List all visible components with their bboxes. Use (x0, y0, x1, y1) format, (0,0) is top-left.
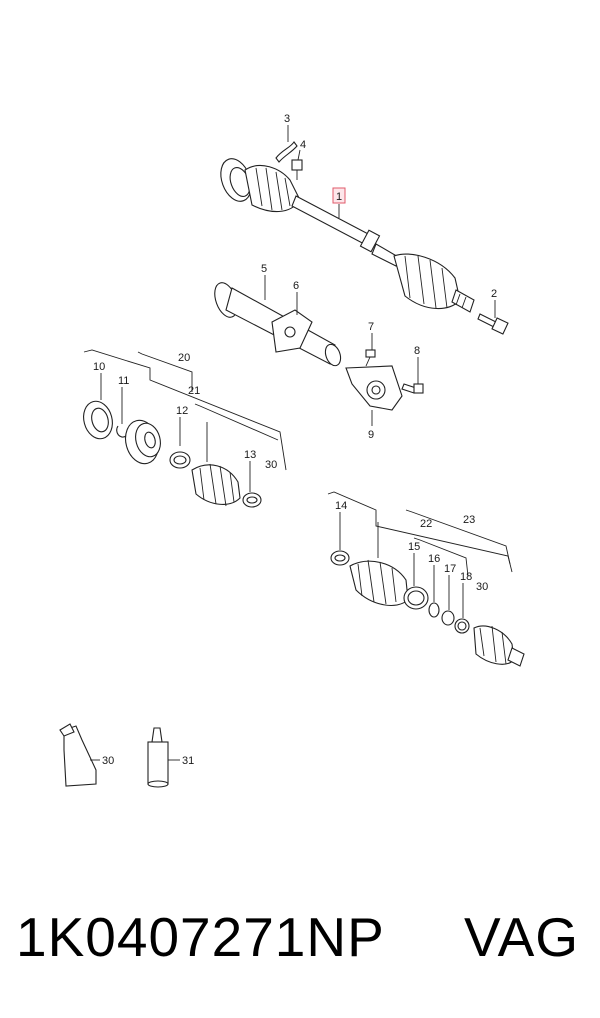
callout-9: 9 (368, 429, 374, 441)
boot-part-22 (349, 559, 409, 606)
callout-8: 8 (414, 345, 420, 357)
callout-6: 6 (293, 280, 299, 292)
clamp-part-14 (330, 550, 350, 566)
callout-22: 22 (420, 518, 432, 530)
bracket-line-23 (327, 491, 513, 573)
drive-shaft-assembly (220, 158, 475, 313)
circlip-part-18 (454, 618, 470, 634)
callout-11: 11 (118, 375, 129, 387)
callout-20: 20 (178, 352, 190, 364)
outer-joint-part-23 (473, 625, 525, 667)
callout-21: 21 (188, 385, 200, 397)
clamp-part-13 (242, 492, 262, 508)
boot-part-21 (191, 463, 241, 507)
part-number-footer: 1K0407271NP VAG (12, 905, 592, 975)
callout-30-group-b: 30 (476, 581, 488, 593)
ring-part-17 (441, 610, 455, 626)
callout-1-highlight (332, 187, 346, 204)
callout-3: 3 (284, 113, 290, 125)
bolt-part-2 (477, 313, 509, 335)
clip-part-3 (275, 141, 298, 163)
bolt-part-7 (365, 349, 376, 367)
callout-18: 18 (460, 571, 472, 583)
bracket-part-6 (271, 309, 313, 353)
parts-diagram: 1 3 4 2 5 6 7 8 (59, 113, 525, 788)
callout-16: 16 (428, 553, 440, 565)
circlip-part-11 (116, 425, 127, 438)
spacer-part-16 (428, 602, 440, 618)
clamp-part-15 (403, 586, 429, 610)
callout-4: 4 (300, 139, 306, 151)
callout-1: 1 (336, 191, 342, 203)
clamp-part-12 (169, 451, 191, 469)
callout-12: 12 (176, 405, 188, 417)
bracket-line-20 (83, 349, 287, 471)
seal-ring-part-10 (83, 400, 113, 440)
callout-17: 17 (444, 563, 456, 575)
bolt-part-8 (401, 383, 424, 394)
grease-tube-part-30 (59, 723, 97, 787)
callout-2: 2 (491, 288, 497, 300)
callout-15: 15 (408, 541, 420, 553)
callout-14: 14 (335, 500, 347, 512)
callout-30-group-a: 30 (265, 459, 277, 471)
callout-30-tube: 30 (102, 755, 114, 767)
callout-23: 23 (463, 514, 475, 526)
bolt-part-4 (291, 159, 303, 180)
joint-hub-part-12 (124, 419, 161, 465)
brand-name: VAG (464, 906, 580, 968)
callout-10: 10 (93, 361, 105, 373)
callout-7: 7 (368, 321, 374, 333)
part-number: 1K0407271NP (16, 906, 385, 968)
bearing-bracket-part-9 (345, 365, 403, 411)
callout-13: 13 (244, 449, 256, 461)
callout-5: 5 (261, 263, 267, 275)
sealant-bottle-part-31 (147, 727, 169, 788)
callout-31: 31 (182, 755, 194, 767)
